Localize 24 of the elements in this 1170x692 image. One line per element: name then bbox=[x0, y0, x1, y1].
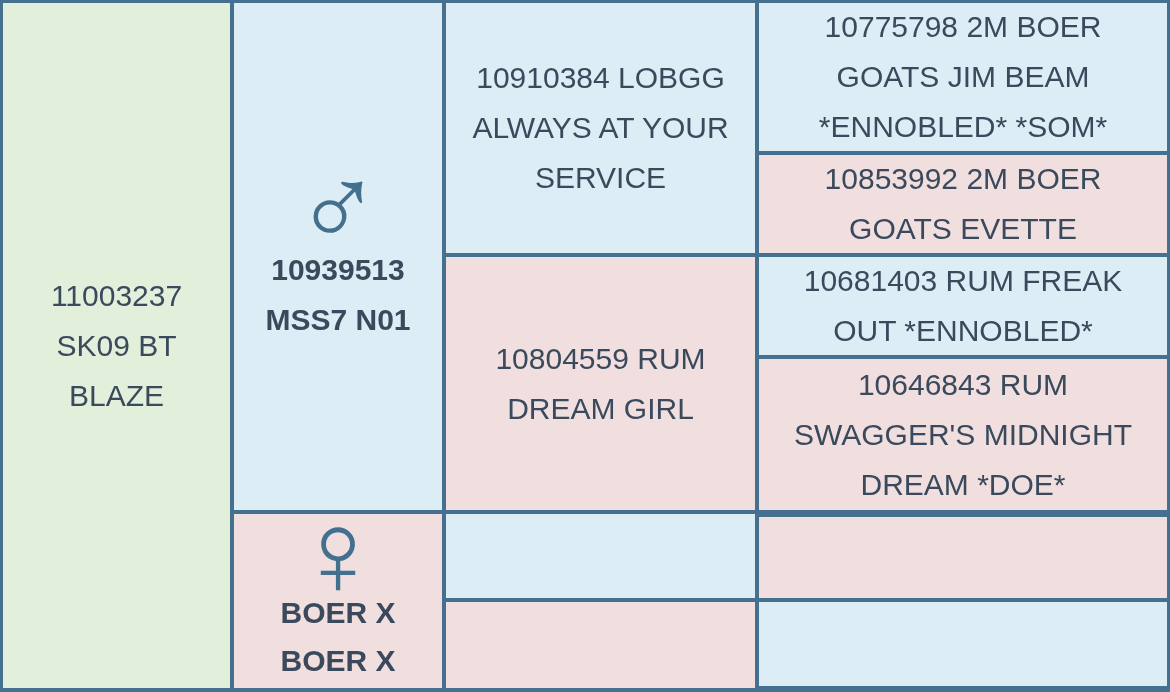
pedigree-cell bbox=[234, 514, 442, 688]
empty-cell bbox=[759, 602, 1167, 686]
animal-name: 11003237 SK09 BT BLAZE bbox=[49, 277, 184, 414]
animal-name: BOER X BOER X bbox=[279, 595, 397, 679]
pedigree-cell bbox=[446, 3, 755, 253]
animal-name: 10775798 2M BOER GOATS JIM BEAM *ENNOBLED* *SOM* bbox=[817, 9, 1109, 145]
animal-name: 10939513 MSS7 N01 bbox=[264, 251, 412, 338]
animal-name: 10681403 RUM FREAK OUT *ENNOBLED* bbox=[802, 263, 1124, 349]
pedigree-cell bbox=[234, 3, 442, 510]
pedigree-cell bbox=[3, 3, 230, 688]
empty-cell bbox=[446, 514, 755, 598]
empty-cell bbox=[759, 517, 1167, 598]
animal-name: 10804559 RUM DREAM GIRL bbox=[494, 340, 707, 427]
pedigree-cell bbox=[759, 359, 1167, 510]
pedigree-cell bbox=[759, 257, 1167, 355]
animal-name: 10853992 2M BOER GOATS EVETTE bbox=[823, 161, 1103, 247]
female-symbol: ♀ bbox=[293, 517, 383, 589]
pedigree-cell bbox=[446, 257, 755, 510]
pedigree-cell bbox=[759, 155, 1167, 253]
pedigree-cell bbox=[759, 3, 1167, 151]
empty-cell bbox=[446, 602, 755, 688]
animal-name: 10646843 RUM SWAGGER'S MIDNIGHT DREAM *DOE* bbox=[793, 366, 1133, 503]
animal-name: 10910384 LOBGG ALWAYS AT YOUR SERVICE bbox=[471, 60, 730, 196]
male-symbol: ♂ bbox=[294, 168, 382, 245]
